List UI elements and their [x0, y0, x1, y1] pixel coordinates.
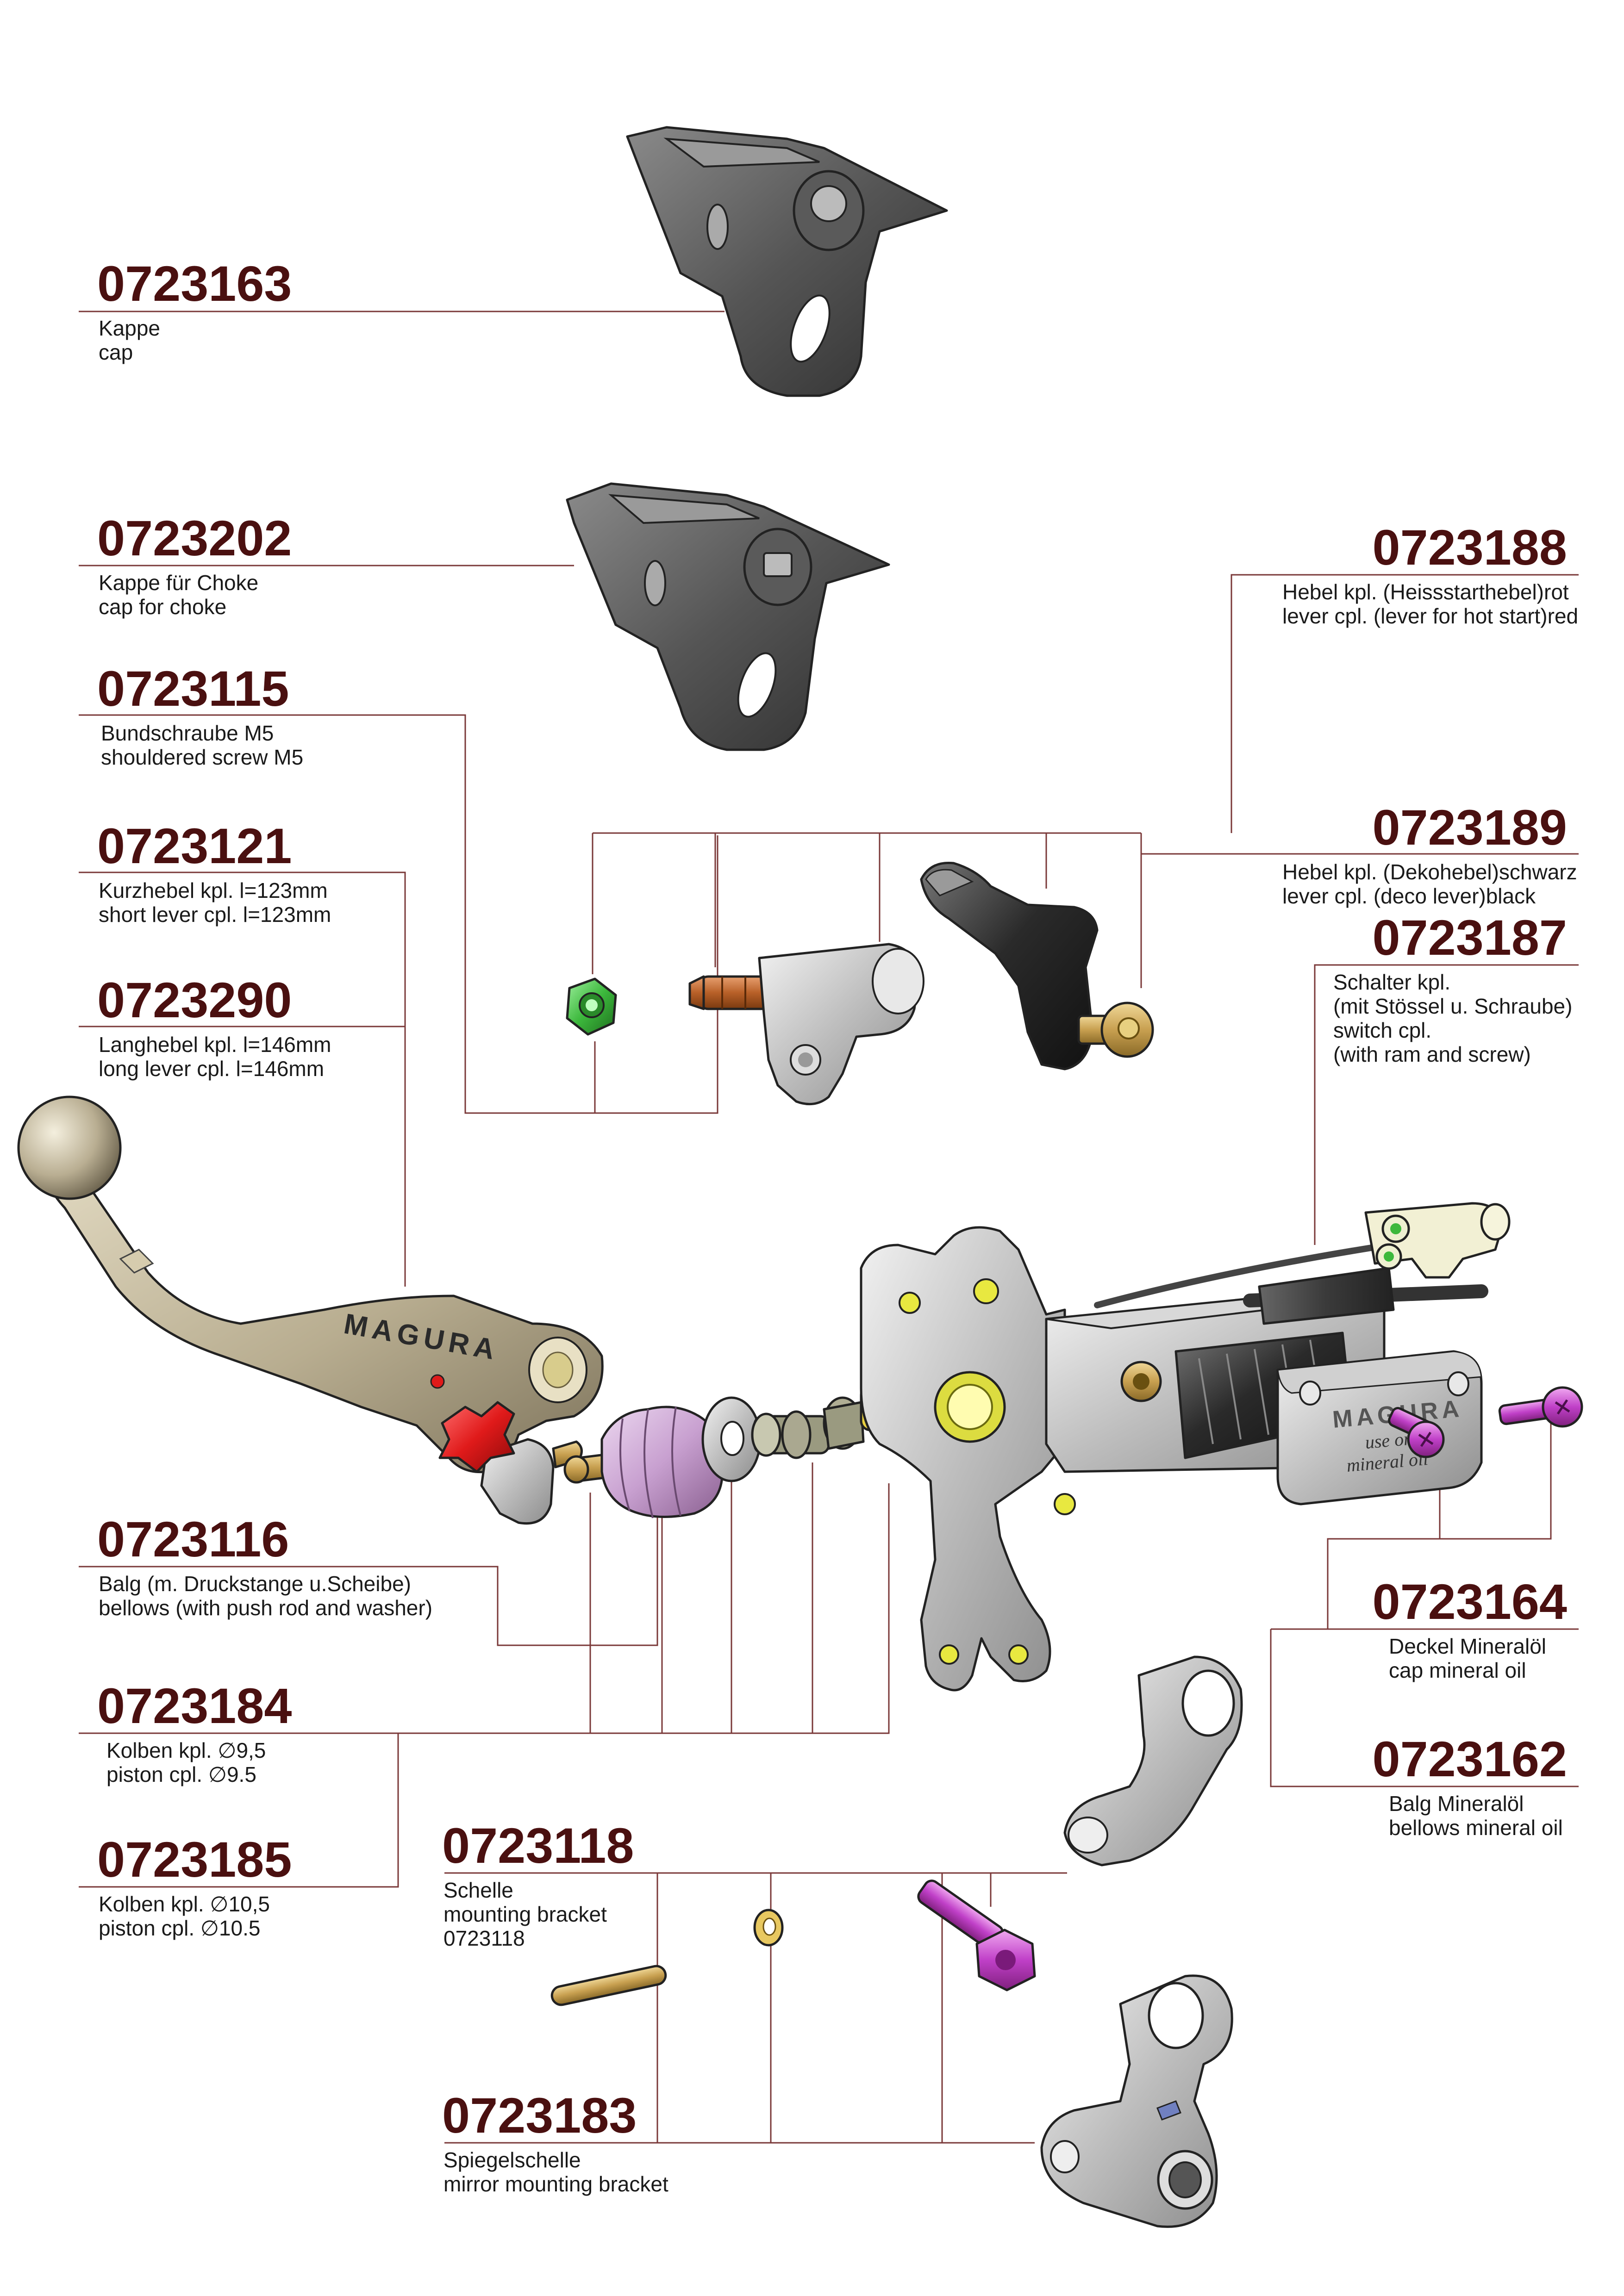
part-description-line: shouldered screw M5: [101, 745, 303, 769]
bracket-bolt-drawing: [917, 1879, 1036, 1991]
part-description-line: Langhebel kpl. l=146mm: [99, 1033, 331, 1057]
part-drawings: MAGURA: [17, 126, 1583, 2228]
part-description-line: cap mineral oil: [1389, 1658, 1526, 1682]
part-description-line: Kurzhebel kpl. l=123mm: [99, 878, 328, 902]
part-number: 0723162: [1373, 1731, 1567, 1787]
leader-0723115: [79, 714, 718, 1114]
part-number: 0723121: [97, 818, 292, 874]
part-description-line: (with ram and screw): [1333, 1042, 1531, 1066]
part-description-line: long lever cpl. l=146mm: [99, 1057, 324, 1081]
part-number: 0723184: [97, 1678, 292, 1734]
piston-drawing: [751, 1396, 865, 1459]
part-description-line: piston cpl. ∅9.5: [106, 1762, 256, 1786]
leader-0723164: [1327, 1423, 1579, 1630]
part-description-line: Balg Mineralöl: [1389, 1792, 1524, 1816]
part-description-line: Schalter kpl.: [1333, 970, 1450, 994]
leader-0723187: [1314, 964, 1579, 1245]
part-description-line: Hebel kpl. (Dekohebel)schwarz: [1282, 860, 1577, 884]
part-description-line: Schelle: [443, 1878, 513, 1902]
part-description-line: short lever cpl. l=123mm: [99, 902, 331, 927]
master-cylinder-drawing: [860, 1226, 1488, 1692]
part-description-line: Kolben kpl. ∅10,5: [99, 1892, 270, 1916]
part-description-line: Deckel Mineralöl: [1389, 1634, 1546, 1658]
leader-0723116: [79, 1486, 658, 1646]
part-description-line: Spiegelschelle: [443, 2148, 581, 2172]
part-description-line: Kappe: [99, 316, 160, 340]
part-description-line: Hebel kpl. (Heissstarthebel)rot: [1282, 580, 1569, 604]
part-number: 0723183: [442, 2087, 637, 2143]
part-description-line: switch cpl.: [1333, 1018, 1431, 1042]
part-description-line: lever cpl. (deco lever)black: [1282, 884, 1536, 908]
pivot-bracket-drawing: [758, 943, 924, 1106]
switch-connector-drawing: [1364, 1202, 1511, 1279]
part-description-line: piston cpl. ∅10.5: [99, 1916, 261, 1940]
part-number: 0723116: [97, 1511, 289, 1567]
part-number: 0723164: [1373, 1574, 1567, 1630]
part-description-line: cap: [99, 340, 133, 364]
washer-drawing: [701, 1396, 762, 1482]
leader-0723184: [79, 1483, 890, 1734]
part-description-line: bellows (with push rod and washer): [99, 1596, 432, 1620]
part-description-line: cap for choke: [99, 595, 226, 619]
small-washer-drawing: [753, 1909, 784, 1947]
bellows-drawing: [563, 1406, 724, 1518]
part-number: 0723185: [97, 1831, 292, 1887]
part-description-line: Kappe für Choke: [99, 571, 258, 595]
part-number: 0723163: [97, 255, 292, 311]
part-number: 0723290: [97, 972, 292, 1028]
leader-0723121: [79, 871, 406, 1287]
part-description-line: (mit Stössel u. Schraube): [1333, 994, 1572, 1018]
part-number: 0723202: [97, 510, 292, 566]
mounting-bracket-drawing: [1063, 1655, 1243, 1867]
part-description-line: Bundschraube M5: [101, 721, 274, 745]
part-description-line: bellows mineral oil: [1389, 1816, 1563, 1840]
leader-0723185: [79, 1733, 399, 1888]
part-number: 0723115: [97, 660, 289, 716]
mirror-bracket-drawing: [1040, 1974, 1233, 2228]
part-description-line: mirror mounting bracket: [443, 2172, 668, 2196]
pin-drawing: [550, 1965, 667, 2006]
reservoir-cover-drawing: MAGURA use only mineral oil: [1276, 1350, 1483, 1506]
part-description-line: 0723118: [443, 1926, 525, 1950]
deco-lever-drawing: [920, 861, 1099, 1070]
nut-drawing: [566, 977, 617, 1036]
leader-0723162: [1270, 1629, 1579, 1787]
part-number: 0723188: [1373, 519, 1567, 575]
leader-lines: [79, 311, 1579, 2144]
part-description-line: Balg (m. Druckstange u.Scheibe): [99, 1572, 411, 1596]
cap-choke-drawing: [566, 482, 890, 751]
hex-bolt-drawing: [1077, 1002, 1154, 1058]
cover-screw-drawing: [1388, 1386, 1583, 1458]
part-number: 0723187: [1373, 909, 1567, 965]
part-description-line: lever cpl. (lever for hot start)red: [1282, 604, 1578, 628]
part-description-line: Kolben kpl. ∅9,5: [106, 1738, 266, 1762]
leader-0723188: [1230, 574, 1579, 833]
part-description-line: mounting bracket: [443, 1902, 607, 1926]
part-number: 0723118: [442, 1817, 634, 1873]
long-lever-drawing: MAGURA: [17, 1095, 604, 1474]
cap-drawing: [626, 126, 948, 397]
part-number: 0723189: [1373, 799, 1567, 855]
